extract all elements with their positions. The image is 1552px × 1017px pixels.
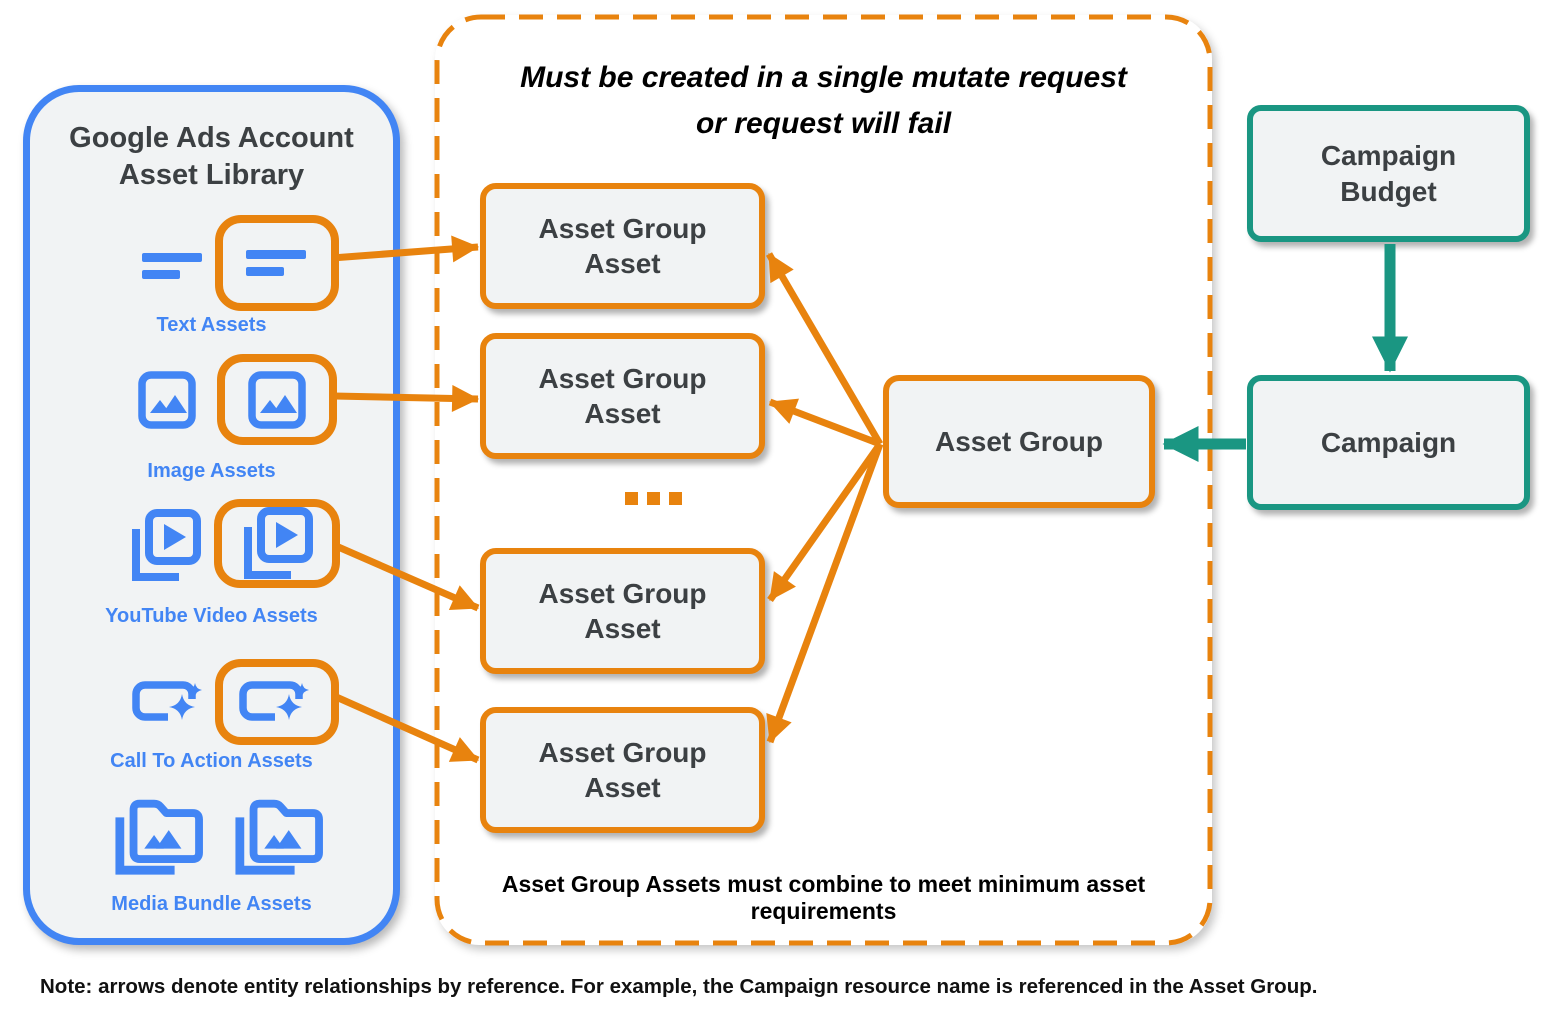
mutate-title-line1: Must be created in a single mutate reque… [520,61,1127,94]
campaign-budget-box: Campaign Budget [1247,105,1530,242]
asset-group-label: Asset Group [934,425,1104,457]
cta-sparkle-icon [239,681,315,729]
cta-assets-label: Call To Action Assets [110,750,313,772]
ellipsis-dot [625,492,638,505]
ellipsis-dots [625,492,682,505]
cta-sparkle-icon [132,681,208,729]
asset-group-asset-label: Asset Group [538,737,707,768]
text-lines-icon [142,253,202,279]
youtube-assets-highlight-box [214,499,340,588]
video-stack-icon [244,506,313,579]
media-bundle-folder-icon [115,799,203,875]
image-icon [248,370,306,429]
text-assets-highlight-box [215,215,339,311]
asset-group-asset-box-4: Asset Group Asset [480,707,765,833]
asset-group-asset-label: Asset [584,248,661,279]
text-assets-label: Text Assets [156,314,267,336]
media-bundle-assets-label: Media Bundle Assets [111,893,312,915]
asset-group-asset-box-3: Asset Group Asset [480,548,765,674]
ellipsis-dot [669,492,682,505]
asset-group-box: Asset Group [883,375,1155,508]
video-stack-icon [132,509,201,581]
asset-group-asset-label: Asset [584,398,661,429]
campaign-label: Campaign [1320,426,1457,458]
asset-library-title: Google Ads Account Asset Library [30,120,393,194]
asset-library-title-line1: Google Ads Account [69,122,354,154]
campaign-budget-label: Budget [1340,175,1437,207]
asset-library-title-line2: Asset Library [118,159,305,191]
asset-group-asset-label: Asset [584,613,661,644]
campaign-budget-label: Campaign [1320,139,1457,171]
image-assets-label: Image Assets [147,460,276,482]
cta-assets-highlight-box [215,659,339,745]
asset-group-asset-label: Asset Group [538,578,707,609]
asset-group-asset-box-1: Asset Group Asset [480,183,765,309]
asset-group-asset-box-2: Asset Group Asset [480,333,765,459]
mutate-request-title: Must be created in a single mutate reque… [435,55,1212,147]
asset-group-asset-label: Asset Group [538,213,707,244]
media-bundle-folder-icon [235,799,323,875]
image-assets-highlight-box [217,354,337,445]
mutate-footnote: Asset Group Assets must combine to meet … [501,871,1146,924]
image-icon [138,371,196,429]
campaign-box: Campaign [1247,375,1530,510]
asset-group-asset-label: Asset Group [538,363,707,394]
asset-group-asset-label: Asset [584,772,661,803]
youtube-assets-label: YouTube Video Assets [105,605,318,627]
asset-library-panel: Google Ads Account Asset Library Text As… [23,85,400,945]
mutate-title-line2: or request will fail [695,107,952,140]
reference-note: Note: arrows denote entity relationships… [40,975,1318,998]
ellipsis-dot [647,492,660,505]
text-lines-icon [246,249,306,276]
